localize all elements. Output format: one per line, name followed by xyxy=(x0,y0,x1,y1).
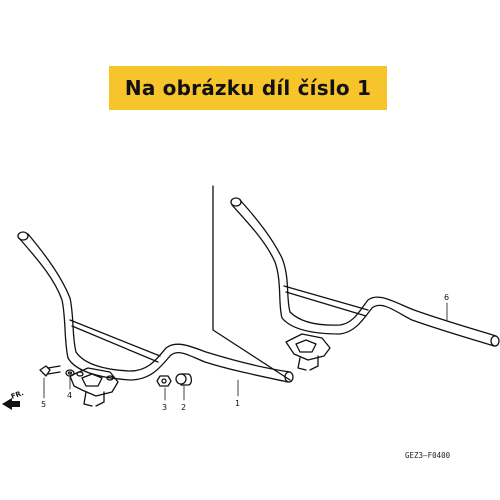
inset-frame xyxy=(212,185,291,381)
handlebar-main xyxy=(17,231,294,407)
bolt xyxy=(39,365,61,377)
washer xyxy=(65,369,75,377)
part-label-1: 1 xyxy=(235,399,240,408)
part-number-banner: Na obrázku díl číslo 1 xyxy=(109,66,387,110)
part-label-2: 2 xyxy=(181,403,186,412)
part-label-4: 4 xyxy=(67,391,72,400)
handlebar-alt xyxy=(230,197,500,371)
arrow-icon xyxy=(2,398,20,410)
bar-end-weight xyxy=(175,373,193,386)
direction-label: FR. xyxy=(10,389,25,401)
part-label-5: 5 xyxy=(41,400,46,409)
front-direction-arrow: FR. xyxy=(2,389,25,410)
diagram-code: GEZ3—F0400 xyxy=(405,451,451,460)
part-label-3: 3 xyxy=(162,403,167,412)
banner-text: Na obrázku díl číslo 1 xyxy=(124,76,372,100)
nut xyxy=(156,375,172,387)
part-label-6: 6 xyxy=(444,293,449,302)
